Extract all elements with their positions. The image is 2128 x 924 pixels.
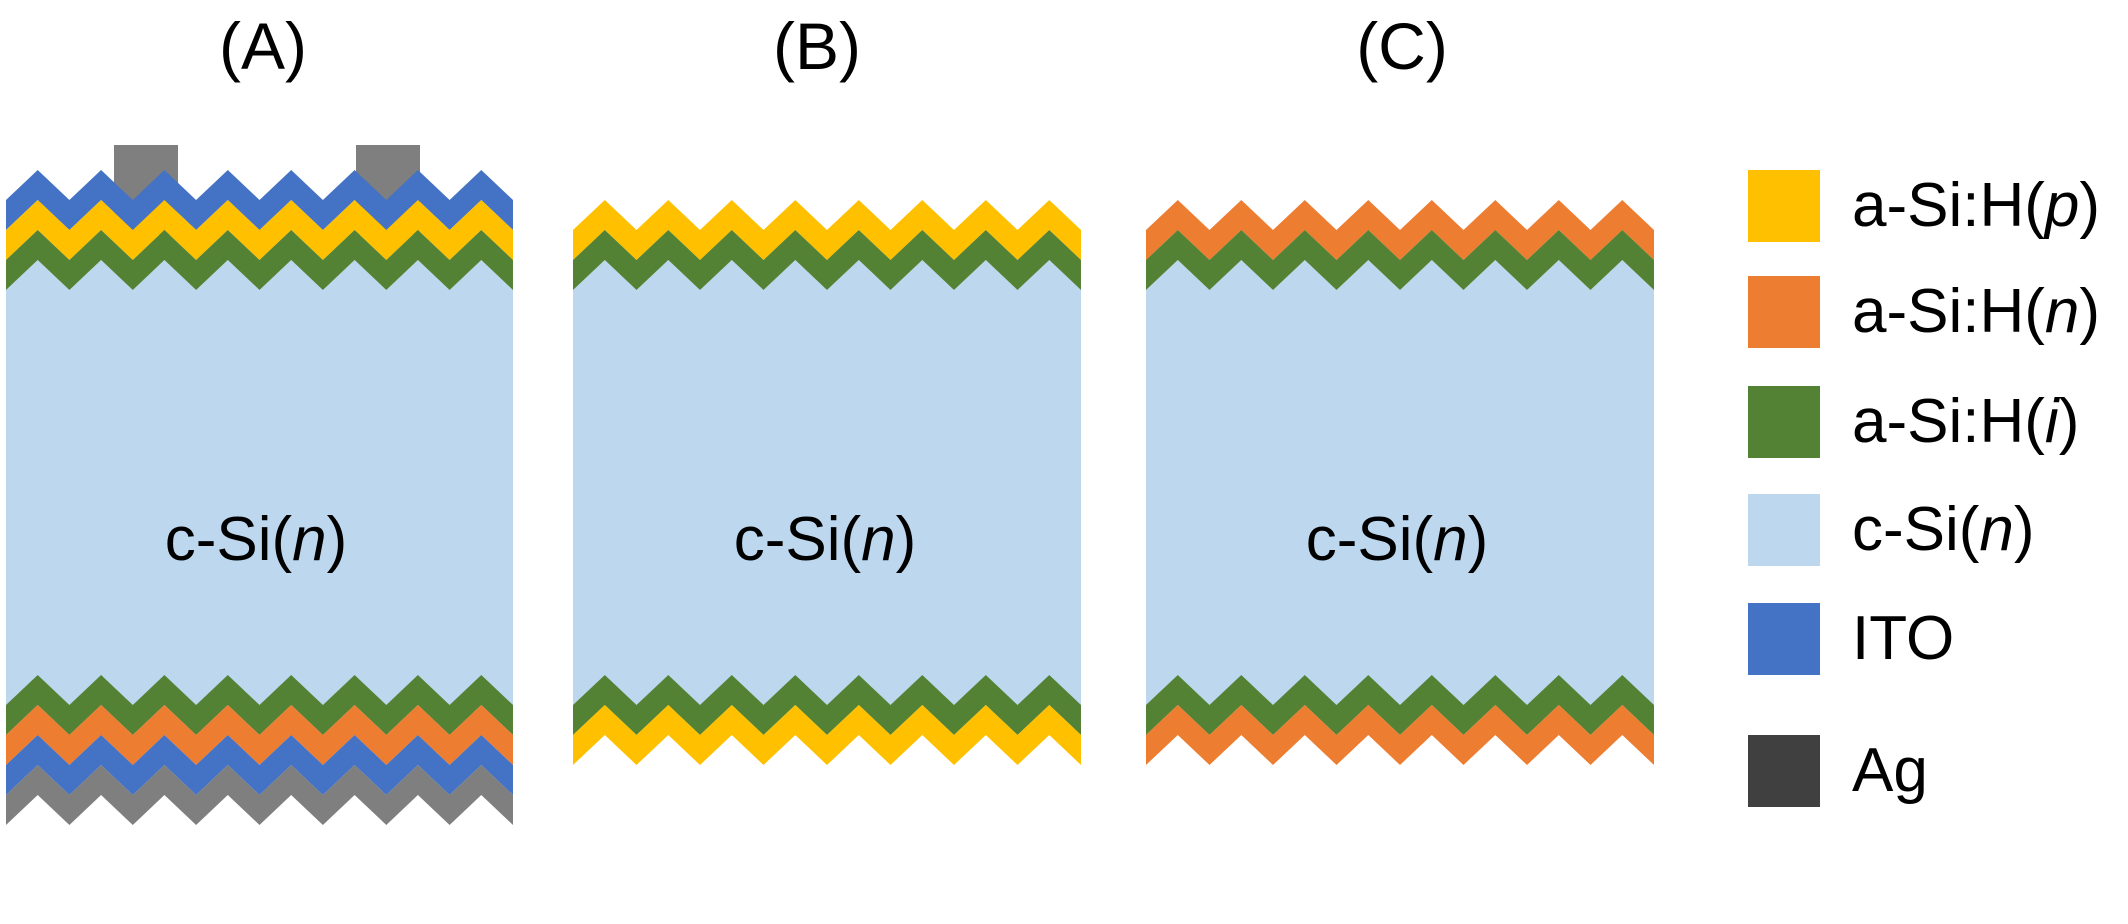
panel-c-top-layer-i_layer — [1146, 230, 1654, 290]
panel-a-c-si-top-fill — [6, 260, 513, 330]
legend-label-ag: Ag — [1852, 736, 1928, 805]
panel-a-top-layer-ito — [6, 170, 513, 230]
panel-c-bottom-layer-n_layer — [1146, 705, 1654, 765]
panel-a-bottom-layer-ag_contact — [6, 765, 513, 825]
panel-a-c-si-bottom-fill — [6, 635, 513, 705]
panel-a-title: (A) — [219, 9, 307, 83]
panel-a-c-si-core — [6, 290, 513, 705]
legend-label-c-si: c-Si(n) — [1852, 495, 2035, 564]
panel-c-top-layer-n_layer — [1146, 200, 1654, 260]
panel-c-bottom-layer-i_layer — [1146, 675, 1654, 735]
legend-swatch-n-layer — [1748, 276, 1820, 348]
panel-b-top-layer-i_layer — [573, 230, 1081, 290]
panel-a-bottom-layer-ito — [6, 735, 513, 795]
panel-a-core-label: c-Si(n) — [164, 505, 348, 574]
panel-b-bottom-layer-i_layer — [573, 675, 1081, 735]
legend-label-i-layer: a-Si:H(i) — [1852, 387, 2080, 456]
panel-b-top-layer-p_layer — [573, 200, 1081, 260]
legend-swatch-ag — [1748, 735, 1820, 807]
panel-c-core-label: c-Si(n) — [1305, 505, 1489, 574]
panel-b-c-si-top-fill — [573, 260, 1081, 330]
panel-a-bottom-layer-n_layer — [6, 705, 513, 765]
panel-a-bottom-layer-i_layer — [6, 675, 513, 735]
legend-label-ito: ITO — [1852, 604, 1955, 673]
panel-b-title: (B) — [773, 9, 861, 83]
panel-c-c-si-bottom-fill — [1146, 635, 1654, 705]
panel-b-c-si-bottom-fill — [573, 635, 1081, 705]
legend-swatch-i-layer — [1748, 386, 1820, 458]
legend-label-p-layer: a-Si:H(p) — [1852, 171, 2101, 240]
panel-b-c-si-core — [573, 290, 1081, 705]
legend-swatch-c-si — [1748, 494, 1820, 566]
panel-b-bottom-layer-p_layer — [573, 705, 1081, 765]
legend-swatch-p-layer — [1748, 170, 1820, 242]
panel-c-c-si-core — [1146, 290, 1654, 705]
panel-c-c-si-top-fill — [1146, 260, 1654, 330]
legend-swatch-ito — [1748, 603, 1820, 675]
legend-label-n-layer: a-Si:H(n) — [1852, 277, 2101, 346]
panel-a-top-layer-p_layer — [6, 200, 513, 260]
panel-a-top-layer-i_layer — [6, 230, 513, 290]
panel-b-core-label: c-Si(n) — [733, 505, 917, 574]
panel-c-title: (C) — [1356, 9, 1448, 83]
